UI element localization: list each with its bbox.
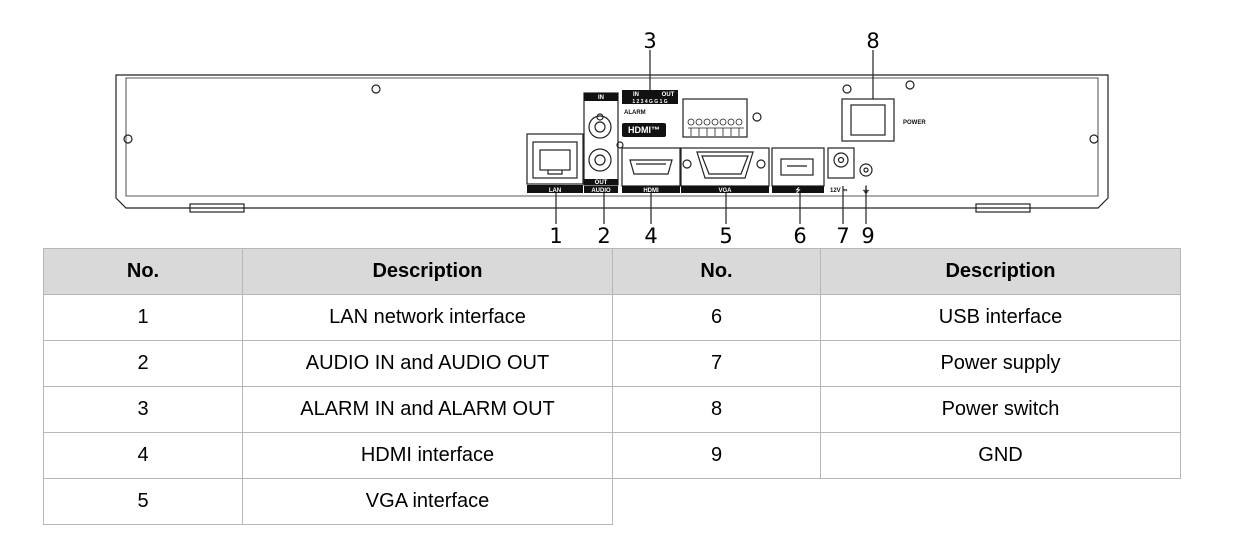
audio-out-jack-icon — [588, 148, 612, 172]
alarm-in-label: IN — [633, 92, 639, 98]
gnd-symbol: ⏚ — [861, 185, 870, 195]
cell-no: 1 — [43, 294, 243, 341]
foot-left — [189, 203, 245, 213]
table-row: 2 AUDIO IN and AUDIO OUT 7 Power supply — [43, 340, 1181, 387]
audio-in-jack-icon — [588, 115, 612, 139]
chassis-inner-top — [125, 77, 1099, 197]
audio-label: AUDIO — [591, 188, 611, 194]
power-supply-frame — [827, 147, 855, 179]
screw-icon — [756, 159, 766, 169]
header-description-left: Description — [242, 248, 613, 295]
vga-port-icon — [696, 151, 754, 179]
usb-label: ⭍ — [796, 186, 801, 194]
header-description-right: Description — [820, 248, 1181, 295]
cell-empty — [612, 478, 821, 525]
alarm-pins-label: 1 2 3 4 G G 1 G — [632, 99, 667, 105]
cell-no: 4 — [43, 432, 243, 479]
cell-description: LAN network interface — [242, 294, 613, 341]
cell-description: ALARM IN and ALARM OUT — [242, 386, 613, 433]
cell-description: Power switch — [820, 386, 1181, 433]
screw-icon — [905, 80, 915, 90]
alarm-out-label: OUT — [662, 92, 675, 98]
usb-frame — [771, 147, 825, 187]
lan-label: LAN — [549, 188, 561, 194]
hdmi-logo: HDMI™ — [628, 125, 660, 135]
cell-description: VGA interface — [242, 478, 613, 525]
table-row: 3 ALARM IN and ALARM OUT 8 Power switch — [43, 386, 1181, 433]
cell-no: 7 — [612, 340, 821, 387]
lan-port-icon — [532, 141, 578, 179]
lan-port-frame — [526, 133, 584, 185]
cell-no: 5 — [43, 478, 243, 525]
usb-port-icon — [780, 158, 814, 176]
callout-3: 3 — [643, 29, 656, 53]
cell-description: GND — [820, 432, 1181, 479]
chassis-outline — [115, 74, 1109, 209]
header-no-left: No. — [43, 248, 243, 295]
header-no-right: No. — [612, 248, 821, 295]
cell-description: Power supply — [820, 340, 1181, 387]
alarm-label: ALARM — [624, 110, 646, 116]
power-switch-frame — [841, 98, 895, 142]
screw-icon — [682, 159, 692, 169]
interface-table: No. Description No. Description 1 LAN ne… — [43, 248, 1181, 525]
hdmi-port-icon — [629, 159, 673, 175]
power-jack-icon — [833, 152, 849, 168]
power-label: POWER — [903, 120, 926, 126]
nvr-rear-panel-diagram: LAN AUDIO IN OUT HDMI VGA ⭍ IN OUT 1 2 3… — [115, 29, 1109, 248]
audio-in-label: IN — [598, 95, 604, 101]
callout-8: 8 — [866, 29, 879, 53]
hdmi-frame — [621, 147, 681, 187]
vga-label: VGA — [718, 188, 732, 194]
table-row: 1 LAN network interface 6 USB interface — [43, 294, 1181, 341]
screw-icon — [123, 134, 133, 144]
callout-1: 1 — [549, 224, 562, 248]
cell-no: 6 — [612, 294, 821, 341]
power-switch-icon — [850, 104, 886, 136]
table-header-row: No. Description No. Description — [43, 248, 1181, 295]
callout-9: 9 — [861, 224, 874, 248]
cell-no: 8 — [612, 386, 821, 433]
cell-empty — [820, 478, 1181, 525]
cell-no: 3 — [43, 386, 243, 433]
callout-2: 2 — [597, 224, 610, 248]
table-row: 4 HDMI interface 9 GND — [43, 432, 1181, 479]
callout-7: 7 — [836, 224, 849, 248]
vga-frame — [680, 147, 770, 187]
table-row: 5 VGA interface — [43, 478, 1181, 525]
audio-out-label: OUT — [595, 180, 608, 186]
screw-icon — [1089, 134, 1099, 144]
screw-icon — [842, 84, 852, 94]
screw-icon — [752, 112, 762, 122]
power-12v-label: 12V ⎓ — [830, 188, 847, 194]
callout-4: 4 — [644, 224, 657, 248]
screw-icon — [616, 141, 624, 149]
callout-6: 6 — [793, 224, 806, 248]
gnd-screw-icon — [859, 163, 873, 177]
callout-5: 5 — [719, 224, 732, 248]
hdmi-label: HDMI — [643, 188, 659, 194]
cell-description: USB interface — [820, 294, 1181, 341]
alarm-terminal-block — [682, 98, 748, 138]
cell-no: 9 — [612, 432, 821, 479]
cell-no: 2 — [43, 340, 243, 387]
screw-icon — [596, 113, 604, 121]
screw-icon — [371, 84, 381, 94]
cell-description: AUDIO IN and AUDIO OUT — [242, 340, 613, 387]
foot-right — [975, 203, 1031, 213]
cell-description: HDMI interface — [242, 432, 613, 479]
